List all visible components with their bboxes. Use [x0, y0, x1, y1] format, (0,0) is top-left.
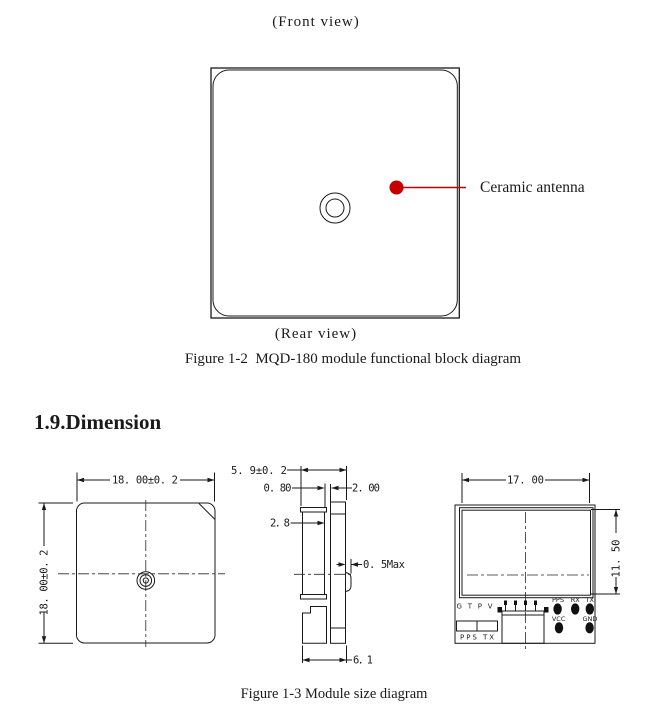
- rear-pps-pad-outline: [456, 620, 478, 632]
- rear-view-label: (Rear view): [274, 326, 358, 342]
- rear-connector: [497, 600, 549, 644]
- rear-tx-pad-outline: [476, 620, 498, 632]
- front-width-dim-label: 18. 00±0. 2: [112, 475, 178, 487]
- side-pcb-dim-label: 2. 00: [352, 483, 380, 495]
- dimension-front-drawing: 18. 00±0. 2 18. 00±0. 2: [38, 472, 225, 647]
- side-protrusion-dim-label: 0. 5Max: [363, 559, 405, 571]
- side-connector: [302, 606, 327, 644]
- pad-label-rx: RX: [571, 596, 581, 604]
- pad-label-pps: PPS: [552, 596, 564, 604]
- side-bottom-dim-label: 6. 1: [353, 655, 373, 667]
- pad-label-vcc: VCC: [552, 615, 566, 623]
- module-rounded-body: [212, 69, 458, 317]
- rear-board-outline: [454, 504, 596, 644]
- rear-silk-ppstx-label: PPS TX: [460, 634, 494, 642]
- ceramic-antenna-label: Ceramic antenna: [480, 179, 585, 196]
- side-ceramic-bottom-lip: [300, 594, 327, 600]
- section-heading: 1.9.Dimension: [34, 410, 162, 434]
- side-ceramic-dim-label: 2. 8: [270, 518, 290, 530]
- front-height-dim-label: 18. 00±0. 2: [39, 550, 51, 616]
- module-outer-square: [210, 67, 460, 319]
- front-view-label: (Front view): [272, 14, 360, 30]
- ceramic-antenna-callout: [389, 180, 466, 195]
- pad-label-gnd: GND: [582, 615, 597, 623]
- rear-width-dim-label: 17. 00: [507, 475, 544, 487]
- module-size-diagram: 18. 00±0. 2 18. 00±0. 2 5. 9±0. 2 0. 8: [38, 465, 623, 667]
- side-ceramic-top-lip: [300, 507, 327, 513]
- side-protrusion-tab: [345, 572, 352, 592]
- rear-height-dim-label: 11. 50: [611, 540, 623, 578]
- rear-shield-outer: [459, 507, 594, 599]
- callout-dot-icon: [389, 180, 404, 195]
- rear-shield-inner: [461, 509, 591, 596]
- figure-1-2-caption: Figure 1-2 MQD-180 module functional blo…: [184, 351, 522, 367]
- side-gap-dim-label: 0. 80: [264, 483, 292, 495]
- figure-1-3-caption: Figure 1-3 Module size diagram: [240, 686, 428, 702]
- side-pcb: [330, 501, 346, 644]
- module-outline: [210, 67, 460, 319]
- rear-signal-pads: PPS RX TX VCC GND: [552, 596, 597, 634]
- rear-silk-gtpv-label: G T P V: [457, 603, 493, 611]
- side-ceramic-body: [302, 511, 325, 595]
- dimension-side-drawing: 5. 9±0. 2 0. 80 2. 00 2. 8 0. 5Max 6. 1: [231, 465, 405, 667]
- side-overall-dim-label: 5. 9±0. 2: [231, 465, 287, 477]
- dimension-rear-drawing: 17. 00 11. 50 G T P V PPS TX: [454, 473, 623, 651]
- corner-chamfer-line: [198, 503, 216, 520]
- module-front-view-drawing: [210, 67, 466, 319]
- pad-label-tx: TX: [585, 596, 595, 604]
- antenna-feed-pin: [319, 192, 351, 224]
